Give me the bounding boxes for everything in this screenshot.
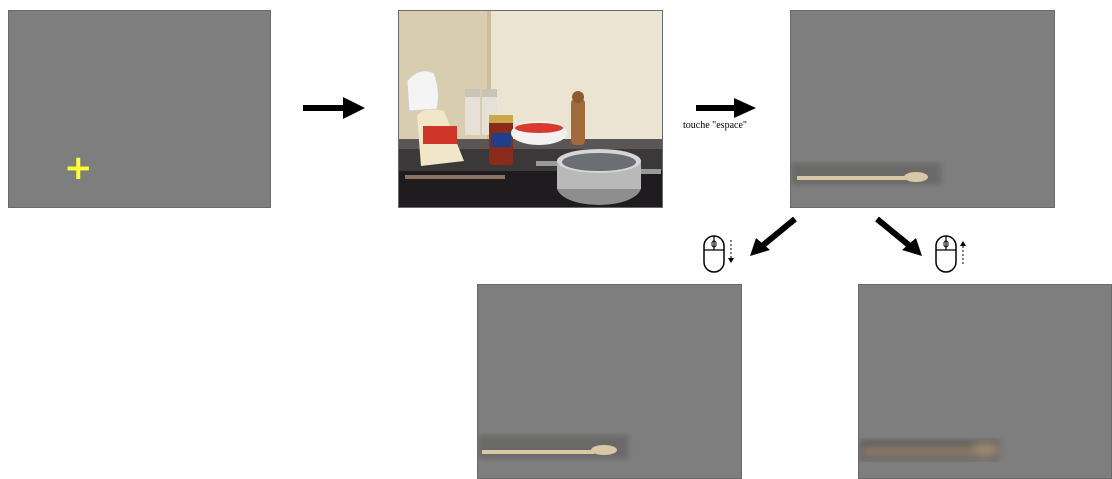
right-arrow-icon (303, 97, 365, 119)
fixation-screen: + (8, 10, 271, 208)
mouse-scroll-down-icon (700, 232, 740, 278)
fixation-cross-icon: + (64, 151, 93, 185)
spoon-stimulus-screen (790, 10, 1055, 208)
mouse-scroll-up-icon (932, 232, 972, 278)
down-right-arrow-icon (874, 216, 924, 258)
right-arrow-icon (696, 98, 756, 118)
response-screen-up (858, 284, 1112, 479)
response-screen-down (477, 284, 742, 479)
down-left-arrow-icon (748, 216, 798, 258)
wooden-spoon-icon (859, 440, 999, 460)
space-key-caption: touche "espace" (683, 120, 747, 131)
kitchen-scene-image (398, 10, 663, 208)
